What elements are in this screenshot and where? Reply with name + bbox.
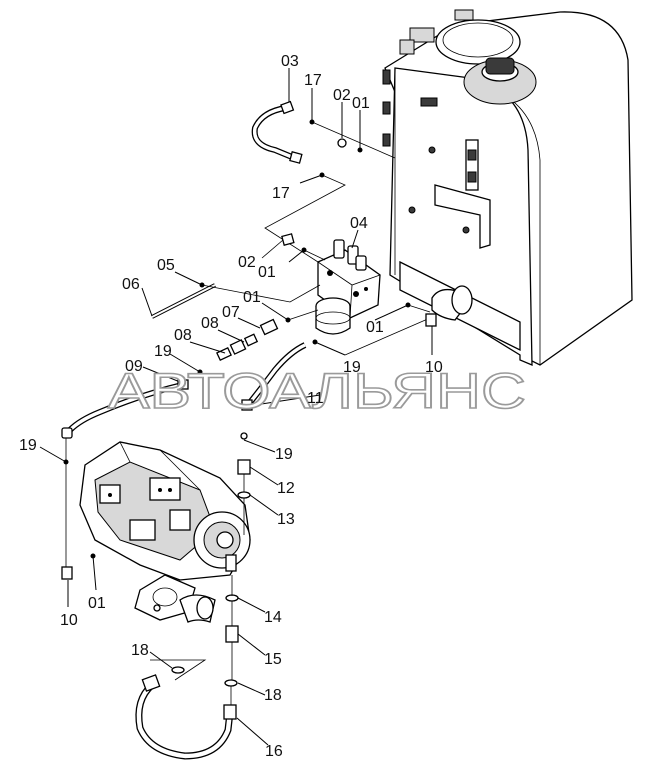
callout-10: 10 xyxy=(425,359,443,376)
watermark: АВТОАЛЬЯНС xyxy=(108,363,526,419)
callout-01: 01 xyxy=(366,319,384,336)
leader-lines xyxy=(39,68,437,746)
callout-02: 02 xyxy=(238,254,256,271)
callout-01: 01 xyxy=(258,264,276,281)
callout-19: 19 xyxy=(154,343,172,360)
callout-17: 17 xyxy=(304,72,322,89)
callout-01: 01 xyxy=(243,289,261,306)
hydraulic-tank xyxy=(382,9,633,366)
callout-08: 08 xyxy=(174,327,192,344)
callout-11: 11 xyxy=(307,390,324,407)
callout-05: 05 xyxy=(157,257,175,274)
tank-outlet-elbow xyxy=(431,285,473,321)
callout-03: 03 xyxy=(281,53,299,70)
valve-block xyxy=(315,239,381,335)
callout-14: 14 xyxy=(264,609,282,626)
upper-hose xyxy=(251,100,347,164)
callout-06: 06 xyxy=(122,276,140,293)
callout-12: 12 xyxy=(277,480,295,497)
callout-13: 13 xyxy=(277,511,295,528)
callout-15: 15 xyxy=(264,651,282,668)
callout-16: 16 xyxy=(265,743,283,760)
left-hose xyxy=(61,379,189,439)
callout-18: 18 xyxy=(264,687,282,704)
middle-hose xyxy=(241,342,307,411)
hydraulic-pump xyxy=(79,441,251,623)
callout-17: 17 xyxy=(272,185,290,202)
callout-02: 02 xyxy=(333,87,351,104)
fittings-chain xyxy=(216,318,279,362)
bolt-rod xyxy=(151,283,216,319)
callout-01: 01 xyxy=(88,595,106,612)
callout-19: 19 xyxy=(19,437,37,454)
callout-19: 19 xyxy=(343,359,361,376)
callout-04: 04 xyxy=(350,215,368,232)
callout-19: 19 xyxy=(275,446,293,463)
callout-10: 10 xyxy=(60,612,78,629)
callout-09: 09 xyxy=(125,358,143,375)
callout-01: 01 xyxy=(352,95,370,112)
callout-08: 08 xyxy=(201,315,219,332)
callout-18: 18 xyxy=(131,642,149,659)
callout-07: 07 xyxy=(222,304,240,321)
callout-labels: 03 17 02 01 17 04 05 02 01 06 01 07 08 0… xyxy=(19,53,443,760)
lower-hose xyxy=(135,666,237,760)
